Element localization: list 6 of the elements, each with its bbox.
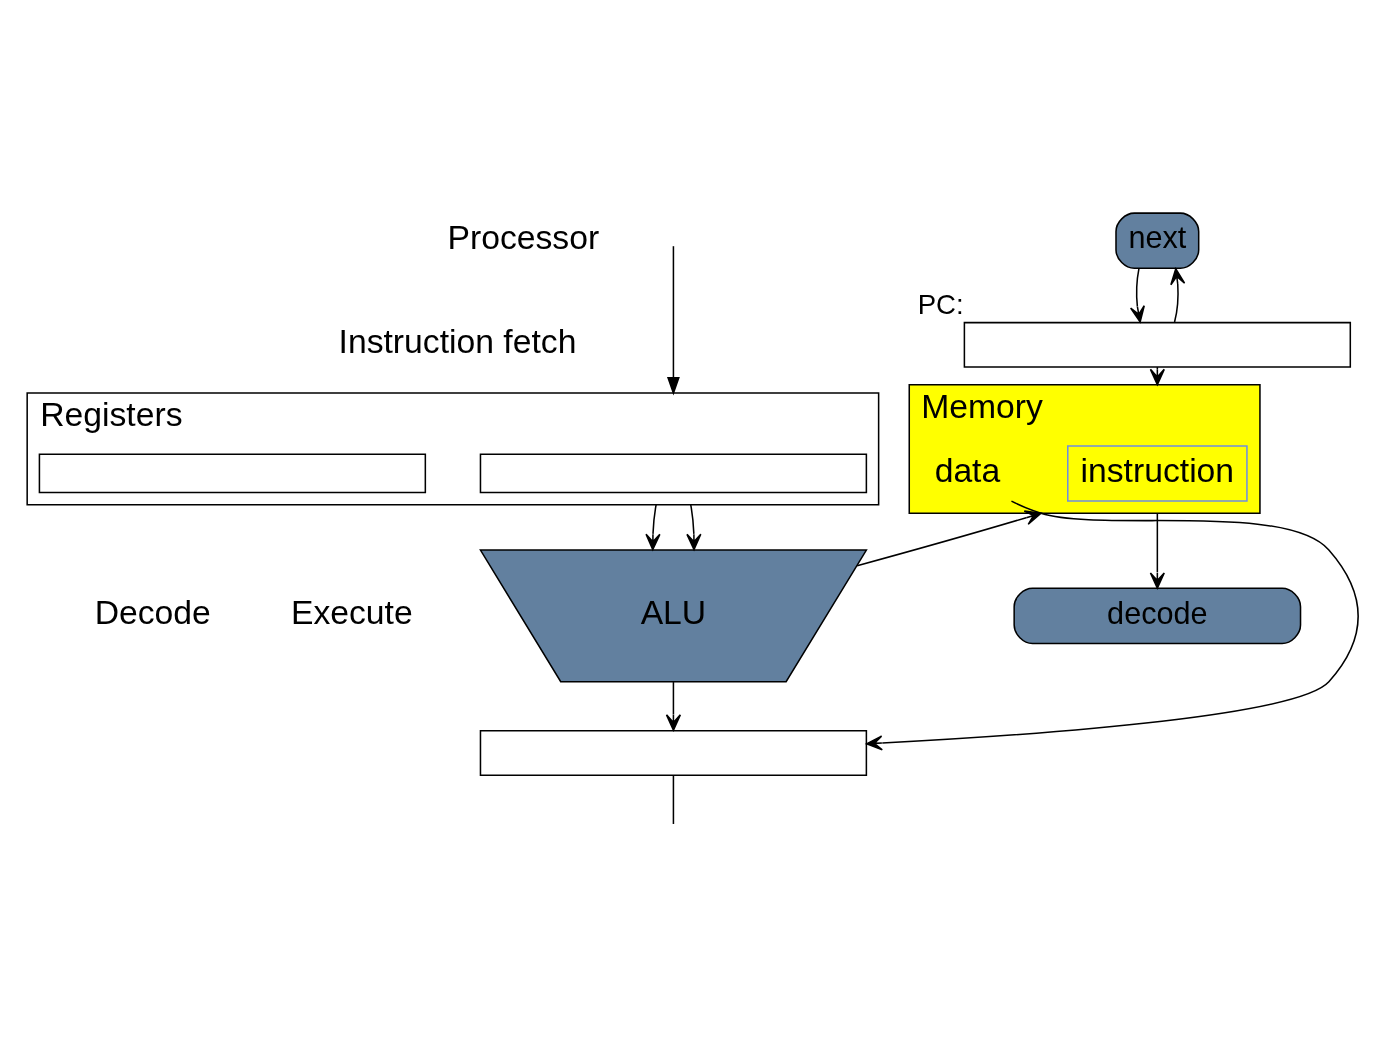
node-label: PC: (917, 289, 964, 321)
label: Decode (94, 594, 211, 632)
label: Processor (447, 219, 600, 257)
label: Instruction fetch (338, 323, 577, 361)
label: Execute (290, 594, 413, 632)
node-text: data (934, 452, 1001, 490)
